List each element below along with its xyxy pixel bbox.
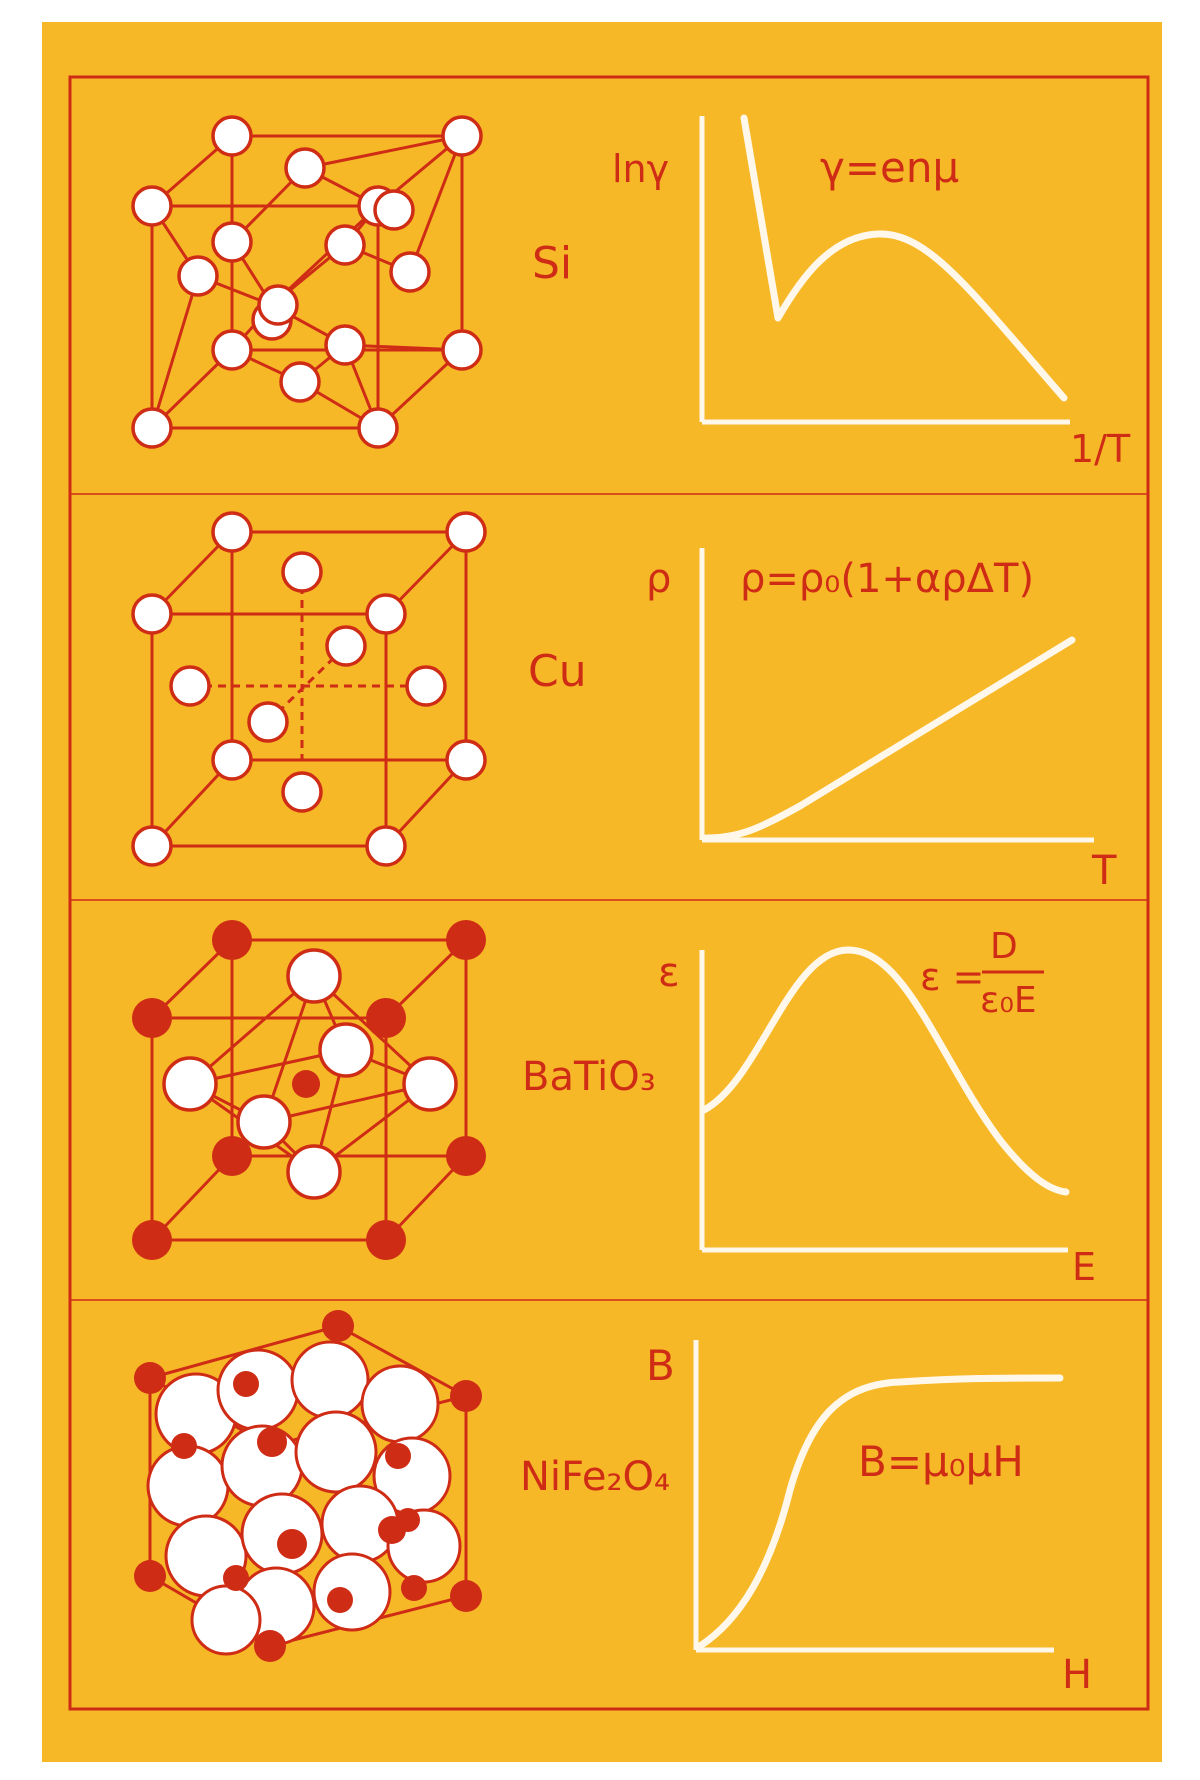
batio3-formula-numerator: D	[990, 926, 1018, 967]
batio3-formula-lhs: ε =	[920, 955, 984, 999]
nife2o4-material-label: NiFe₂O₄	[520, 1454, 670, 1500]
batio3-curve	[700, 946, 1070, 1196]
cu-graph: ρ T ρ=ρ₀(1+αρΔT)	[646, 548, 1117, 894]
batio3-x-axis-label: E	[1072, 1245, 1096, 1289]
nife2o4-metal-atoms	[134, 1310, 482, 1662]
nife2o4-x-axis-label: H	[1062, 1652, 1092, 1698]
batio3-titanium-atom	[292, 1070, 320, 1098]
si-x-axis-label: 1/T	[1070, 427, 1131, 471]
panel-batio3: BaTiO₃ ε E ε = D ε₀E	[132, 920, 1096, 1289]
si-atoms	[131, 115, 483, 449]
batio3-y-axis-label: ε	[658, 950, 680, 996]
si-formula: γ=enμ	[820, 143, 959, 192]
batio3-oxygen-atoms	[162, 948, 458, 1200]
nife2o4-graph: B H B=μ₀μH	[646, 1340, 1092, 1698]
si-y-axis-label: lnγ	[612, 147, 669, 191]
batio3-graph: ε E ε = D ε₀E	[658, 926, 1096, 1289]
nife2o4-y-axis-label: B	[646, 1341, 675, 1390]
cu-y-axis-label: ρ	[646, 556, 671, 602]
nife2o4-curve	[696, 1374, 1064, 1650]
nife2o4-oxygen-atoms	[146, 1340, 462, 1656]
batio3-formula-denominator: ε₀E	[980, 980, 1037, 1021]
batio3-barium-atoms	[132, 920, 486, 1260]
cu-formula: ρ=ρ₀(1+αρΔT)	[740, 556, 1034, 602]
batio3-material-label: BaTiO₃	[522, 1054, 656, 1100]
si-graph: lnγ 1/T γ=enμ	[612, 114, 1131, 471]
cu-x-axis-label: T	[1091, 848, 1117, 894]
cu-curve	[702, 636, 1076, 842]
outer-frame	[68, 75, 1150, 1711]
panel-nife2o4: NiFe₂O₄ B H B=μ₀μH	[134, 1310, 1092, 1698]
si-curve	[740, 114, 1068, 402]
cu-atoms	[131, 511, 487, 867]
nife2o4-formula: B=μ₀μH	[858, 1437, 1024, 1486]
si-material-label: Si	[532, 238, 572, 289]
cu-material-label: Cu	[528, 646, 587, 697]
panel-cu: Cu ρ T ρ=ρ₀(1+αρΔT)	[131, 511, 1117, 894]
panel-si: Si lnγ 1/T γ=enμ	[131, 114, 1131, 471]
